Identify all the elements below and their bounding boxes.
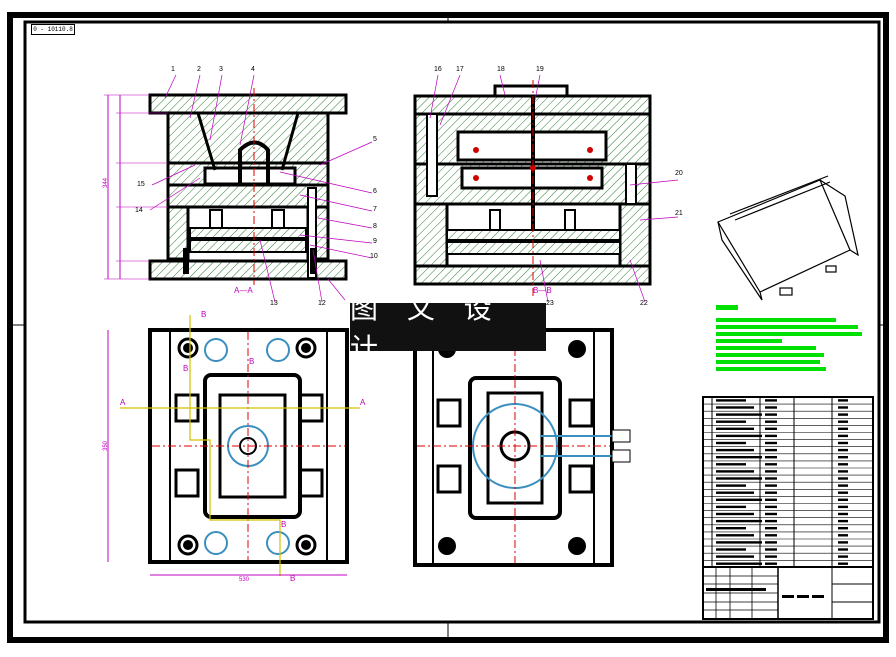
balloon-1: 1 (171, 66, 175, 73)
watermark-banner: 图 文 设 计 (350, 292, 546, 365)
balloon-12: 12 (318, 300, 326, 307)
dim-overall-width: 530 (239, 577, 250, 583)
drawing-number: 0 - 10110.8 (31, 24, 75, 35)
section-marker-b-bottom: B (290, 574, 296, 583)
section-marker-b-left: B (183, 364, 189, 373)
section-marker-b-top: B (201, 310, 207, 319)
balloon-13: 13 (270, 300, 278, 307)
balloon-9: 9 (373, 238, 377, 245)
section-marker-a-left: A (120, 398, 126, 407)
product-isometric-view (717, 175, 859, 301)
balloon-5: 5 (373, 136, 377, 143)
balloon-23: 23 (546, 300, 554, 307)
balloon-15: 15 (137, 181, 145, 188)
balloon-16: 16 (434, 66, 442, 73)
section-aa-view (104, 74, 373, 303)
section-marker-b-lower: B (281, 520, 287, 529)
section-bb-view (413, 74, 679, 303)
balloon-14: 14 (135, 207, 143, 214)
parts-list (702, 396, 874, 620)
sheet-frame (7, 12, 889, 643)
balloon-22: 22 (640, 300, 648, 307)
dim-overall-height: 344 (103, 177, 110, 189)
balloon-10: 10 (370, 253, 378, 260)
balloon-19: 19 (536, 66, 544, 73)
section-marker-a-right: A (360, 398, 366, 407)
technical-notes (716, 305, 862, 371)
moving-half-plan-view (107, 315, 360, 576)
balloon-21: 21 (675, 210, 683, 217)
balloon-6: 6 (373, 188, 377, 195)
balloon-4: 4 (251, 66, 255, 73)
balloon-17: 17 (456, 66, 464, 73)
section-title-bb: B—B (533, 286, 552, 295)
fixed-half-plan-view (413, 328, 631, 567)
section-marker-b-upper: B (249, 357, 255, 366)
balloon-20: 20 (675, 170, 683, 177)
section-title-aa: A—A (234, 286, 253, 295)
balloon-3: 3 (219, 66, 223, 73)
balloon-2: 2 (197, 66, 201, 73)
dim-plan-height: 350 (103, 440, 110, 452)
balloon-8: 8 (373, 223, 377, 230)
balloon-7: 7 (373, 206, 377, 213)
balloon-18: 18 (497, 66, 505, 73)
